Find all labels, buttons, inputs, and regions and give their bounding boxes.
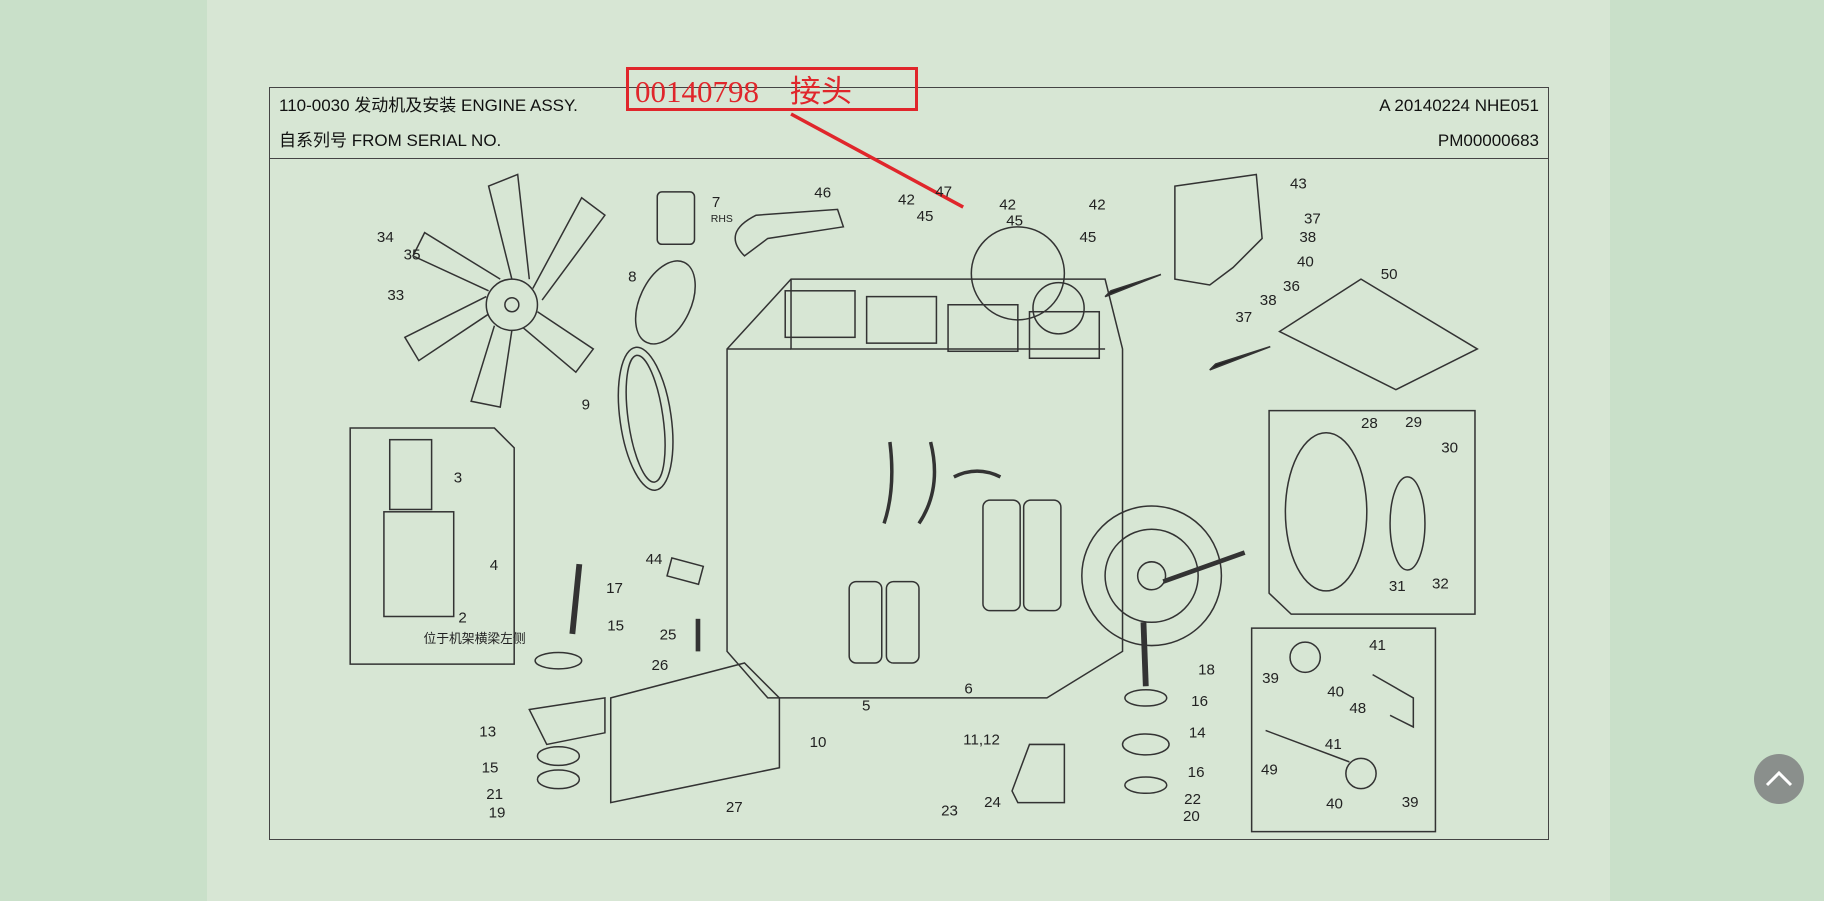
part-label: 22 <box>1184 791 1201 808</box>
inset-flywheel <box>1268 409 1476 615</box>
part-label: 42 <box>999 196 1016 213</box>
scroll-to-top-button[interactable] <box>1754 754 1804 804</box>
highlight-leader-line <box>790 112 965 209</box>
part-label: 43 <box>1290 175 1307 192</box>
part-label: 19 <box>489 805 506 822</box>
part-label: 13 <box>479 723 496 740</box>
part-label: 6 <box>964 680 972 697</box>
part-label: 11,12 <box>963 731 1000 748</box>
part-label: 45 <box>917 208 934 225</box>
part-label: 26 <box>651 657 668 674</box>
part-label: 45 <box>1079 229 1096 246</box>
part-label: 27 <box>726 799 743 816</box>
header-row-1: 110-0030 发动机及安装 ENGINE ASSY. A 20140224 … <box>270 88 1548 123</box>
revision-code: A 20140224 NHE051 <box>1379 96 1539 115</box>
part-label: 50 <box>1381 266 1398 283</box>
parts-sheet: 110-0030 发动机及安装 ENGINE ASSY. A 20140224 … <box>269 87 1549 840</box>
diagram-drawing <box>349 173 1479 833</box>
part-label: 8 <box>628 268 636 285</box>
part-label: 46 <box>814 185 831 202</box>
part-label: 34 <box>377 229 394 246</box>
part-label: 31 <box>1389 578 1406 595</box>
part-label: 15 <box>482 759 499 776</box>
part-label: 39 <box>1262 670 1279 687</box>
part-label: 41 <box>1369 637 1386 654</box>
part-label: 3 <box>454 470 462 487</box>
part-label: 2 <box>458 609 466 626</box>
highlighted-part-callout: 00140798 接头 <box>626 67 918 111</box>
part-label: 18 <box>1198 662 1215 679</box>
part-label: 28 <box>1361 415 1378 432</box>
part-label: 37 <box>1235 309 1252 326</box>
inset-fuel-filter <box>349 427 515 665</box>
part-label: 42 <box>898 192 915 209</box>
part-label: 10 <box>810 734 827 751</box>
part-label: 14 <box>1189 724 1206 741</box>
inset-clamps <box>1250 627 1437 833</box>
part-label: 20 <box>1183 808 1200 825</box>
header-row-2: 自系列号 FROM SERIAL NO. PM00000683 <box>270 123 1548 159</box>
chevron-up-icon <box>1765 770 1793 787</box>
part-label: 30 <box>1441 439 1458 456</box>
part-label: 37 <box>1304 210 1321 227</box>
part-label: 40 <box>1326 795 1343 812</box>
fan-drawing <box>403 173 606 409</box>
part-label: RHS <box>711 214 733 225</box>
part-label: 36 <box>1283 278 1300 295</box>
part-label: 41 <box>1325 736 1342 753</box>
part-label: 5 <box>862 698 870 715</box>
part-label: 29 <box>1405 414 1422 431</box>
part-label: 32 <box>1432 576 1449 593</box>
part-label: 47 <box>935 184 952 201</box>
part-label: 16 <box>1191 693 1208 710</box>
part-label: 15 <box>607 617 624 634</box>
part-label: 4 <box>490 557 498 574</box>
part-label: 16 <box>1188 764 1205 781</box>
part-label: 7 <box>712 194 720 211</box>
part-label: 48 <box>1349 700 1366 717</box>
part-label: 38 <box>1260 292 1277 309</box>
part-label: 21 <box>486 786 503 803</box>
part-label: 40 <box>1297 253 1314 270</box>
content-panel <box>207 0 1610 901</box>
part-label: 25 <box>660 627 677 644</box>
part-label: 38 <box>1299 229 1316 246</box>
part-label: 17 <box>606 580 623 597</box>
part-label: 49 <box>1261 762 1278 779</box>
part-label: 44 <box>646 551 663 568</box>
part-label: 24 <box>984 794 1001 811</box>
part-label: 40 <box>1327 684 1344 701</box>
inset-caption: 位于机架横梁左侧 <box>423 632 525 647</box>
serial-number: PM00000683 <box>1437 131 1539 150</box>
part-label: 42 <box>1089 196 1106 213</box>
part-label: 39 <box>1402 794 1419 811</box>
part-label: 35 <box>404 246 421 263</box>
serial-label: 自系列号 FROM SERIAL NO. <box>279 131 502 150</box>
part-label: 33 <box>387 287 404 304</box>
part-label: 45 <box>1006 213 1023 230</box>
part-label: 9 <box>582 396 590 413</box>
part-label: 23 <box>941 802 958 819</box>
assembly-title: 110-0030 发动机及安装 ENGINE ASSY. <box>279 96 578 115</box>
